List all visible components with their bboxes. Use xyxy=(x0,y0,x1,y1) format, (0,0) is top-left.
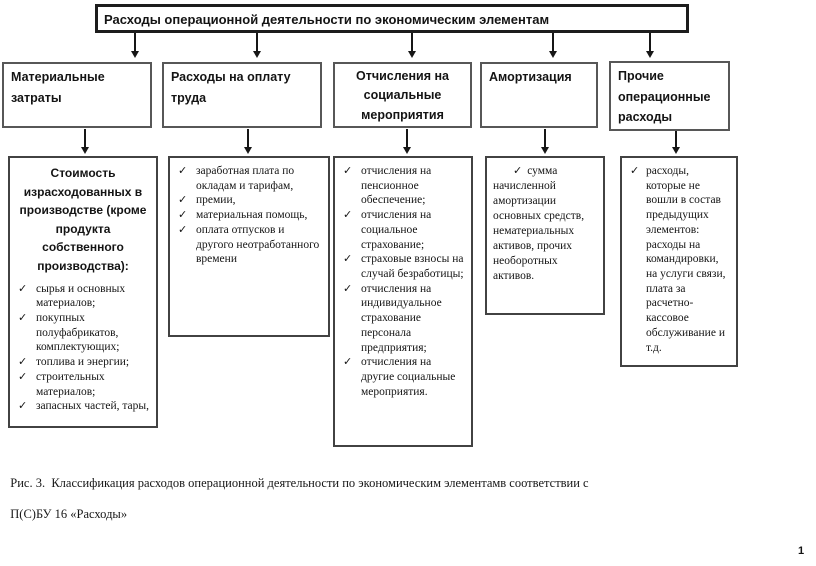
check-icon: ✓ xyxy=(178,193,188,207)
check-icon: ✓ xyxy=(178,208,188,222)
check-list: ✓ расходы, которые не вошли в состав пред… xyxy=(628,164,730,355)
detail-node-social: ✓ отчисления на пенсионное обеспечение; ✓… xyxy=(333,156,473,447)
list-item-text: строительных материалов; xyxy=(36,370,105,398)
list-item: ✓ запасных частей, тары, xyxy=(16,399,150,414)
list-item-text: оплата отпусков и другого неотработанног… xyxy=(196,223,320,266)
list-item: ✓ расходы, которые не вошли в состав пред… xyxy=(628,164,730,355)
check-icon: ✓ xyxy=(343,355,353,369)
connector-arrow xyxy=(131,33,139,58)
check-icon: ✓ xyxy=(18,369,28,383)
list-item-text: сумма начисленной амортизации основных с… xyxy=(493,165,585,282)
list-item: ✓ топлива и энергии; xyxy=(16,355,150,370)
detail-node-other: ✓ расходы, которые не вошли в состав пред… xyxy=(620,156,738,367)
connector-arrow xyxy=(646,33,654,58)
check-list: ✓ сырья и основных материалов; ✓ покупных … xyxy=(16,282,150,414)
list-item-text: отчисления на другие социальные мероприя… xyxy=(361,356,456,398)
list-item: ✓ покупных полуфабрикатов, комплектующих; xyxy=(16,311,150,355)
list-item-text: заработная плата по окладам и тарифам, xyxy=(196,165,295,192)
category-node-labor: Расходы на оплату труда xyxy=(162,62,322,128)
list-item: ✓ сырья и основных материалов; xyxy=(16,282,150,311)
figure-caption-line2: П(С)БУ 16 «Расходы» xyxy=(10,507,128,522)
detail-header: Стоимость израсходованных в производстве… xyxy=(19,166,147,273)
list-item: ✓ премии, xyxy=(176,193,322,208)
connector-arrow xyxy=(541,129,549,154)
check-list: ✓ отчисления на пенсионное обеспечение; ✓… xyxy=(341,164,465,400)
list-item-text: отчисления на социальное страхование; xyxy=(361,209,432,251)
check-icon: ✓ xyxy=(18,399,28,413)
check-icon: ✓ xyxy=(178,164,188,177)
root-node: Расходы операционной деятельности по эко… xyxy=(95,4,689,33)
check-icon: ✓ xyxy=(343,281,353,295)
category-node-social: Отчисления на социальные мероприятия xyxy=(333,62,472,128)
category-label: Отчисления на социальные мероприятия xyxy=(356,69,449,122)
check-icon: ✓ xyxy=(343,252,353,266)
check-icon: ✓ xyxy=(513,164,523,177)
list-item: ✓ отчисления на индивидуальное страховани… xyxy=(341,282,465,356)
connector-arrow xyxy=(408,33,416,58)
check-icon: ✓ xyxy=(343,164,353,177)
list-item: ✓ заработная плата по окладам и тарифам, xyxy=(176,164,322,193)
category-label: Прочие операционные расходы xyxy=(618,69,711,125)
detail-node-material: Стоимость израсходованных в производстве… xyxy=(8,156,158,428)
figure-caption: Рис. 3. Классификация расходов операцион… xyxy=(4,460,644,523)
connector-arrow xyxy=(549,33,557,58)
list-item: ✓сумма начисленной амортизации основных … xyxy=(493,164,597,284)
list-item-text: премии, xyxy=(196,194,236,207)
check-icon: ✓ xyxy=(18,355,28,369)
category-label: Расходы на оплату труда xyxy=(171,70,291,106)
list-item-text: расходы, которые не вошли в состав преды… xyxy=(646,165,726,354)
detail-node-amortization: ✓сумма начисленной амортизации основных … xyxy=(485,156,605,315)
detail-node-labor: ✓заработная плата по окладам и тарифам, … xyxy=(168,156,330,337)
list-item: ✓ отчисления на социальное страхование; xyxy=(341,208,465,252)
connector-arrow xyxy=(244,129,252,154)
category-node-other: Прочие операционные расходы xyxy=(609,61,730,131)
check-icon: ✓ xyxy=(18,311,28,324)
list-item: ✓ отчисления на пенсионное обеспечение; xyxy=(341,164,465,208)
check-list: ✓заработная плата по окладам и тарифам, … xyxy=(176,164,322,267)
list-item-text: страховые взносы на случай безработицы; xyxy=(361,253,464,281)
list-item: ✓ строительных материалов; xyxy=(16,370,150,399)
list-item-text: топлива и энергии; xyxy=(36,356,130,369)
list-item: ✓ материальная помощь, xyxy=(176,208,322,223)
connector-arrow xyxy=(81,129,89,154)
list-item: ✓ оплата отпусков и другого неотработанно… xyxy=(176,223,322,267)
check-icon: ✓ xyxy=(18,281,28,295)
connector-arrow xyxy=(253,33,261,58)
list-item: ✓ отчисления на другие социальные меропри… xyxy=(341,355,465,399)
list-item-text: покупных полуфабрикатов, комплектующих; xyxy=(36,312,120,354)
list-item-text: запасных частей, тары, xyxy=(36,400,150,413)
check-icon: ✓ xyxy=(343,208,353,222)
list-item: ✓ страховые взносы на случай безработицы; xyxy=(341,252,465,281)
category-node-material: Материальные затраты xyxy=(2,62,152,128)
connector-arrow xyxy=(672,131,680,154)
category-label: Материальные затраты xyxy=(11,70,105,106)
category-label: Амортизация xyxy=(489,70,572,84)
root-node-label: Расходы операционной деятельности по эко… xyxy=(104,12,550,27)
check-icon: ✓ xyxy=(630,164,640,177)
figure-caption-line1: Рис. 3. Классификация расходов операцион… xyxy=(10,475,589,490)
check-icon: ✓ xyxy=(178,222,188,236)
connector-arrow xyxy=(403,129,411,154)
page-number: 1 xyxy=(798,545,805,557)
list-item-text: отчисления на индивидуальное страхование… xyxy=(361,282,442,354)
category-node-amortization: Амортизация xyxy=(480,62,598,128)
list-item-text: материальная помощь, xyxy=(196,209,308,222)
list-item-text: сырья и основных материалов; xyxy=(36,282,126,310)
list-item-text: отчисления на пенсионное обеспечение; xyxy=(361,165,432,207)
